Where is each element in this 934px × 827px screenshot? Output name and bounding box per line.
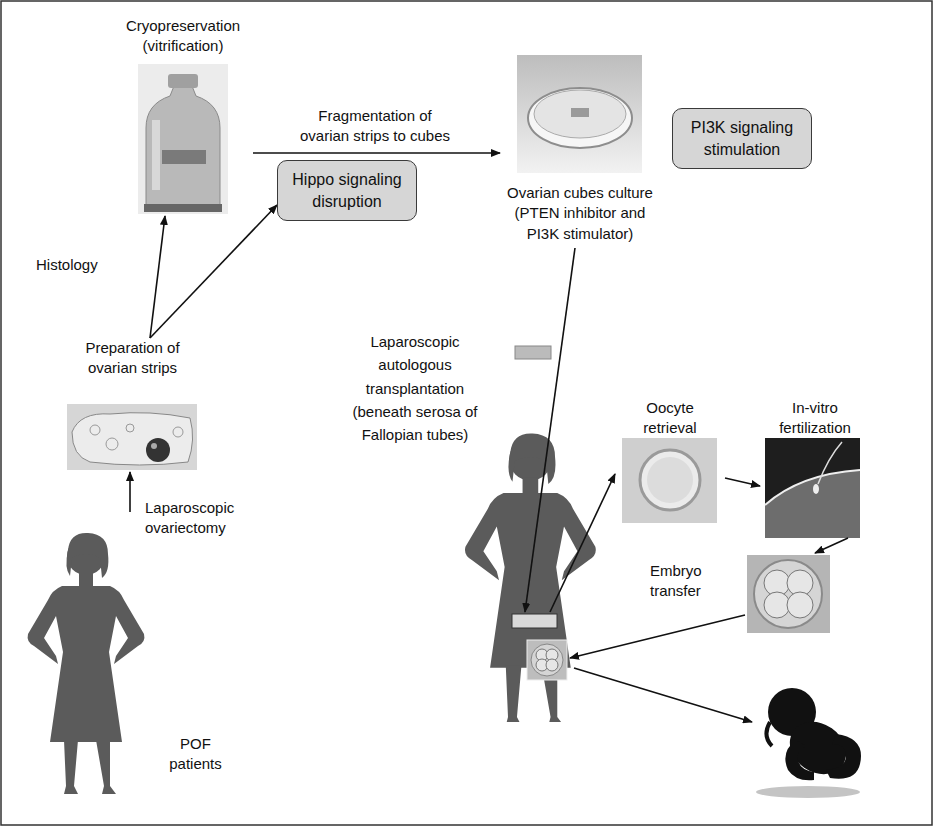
signaling-box: Hippo signaling disruption <box>277 160 417 221</box>
petri-dish-photo <box>517 55 642 173</box>
patient-figure: POF patients <box>18 512 233 802</box>
ivf-photo <box>765 438 860 538</box>
node-label: Ovarian cubes culture (PTEN inhibitor an… <box>500 183 660 244</box>
node-label: Embryo transfer <box>650 561 730 602</box>
flow-arrow <box>725 478 760 486</box>
node-label: Laparoscopic autologous transplantation … <box>340 330 490 446</box>
node-label: In-vitro fertilization <box>772 398 858 439</box>
oocyte-photo <box>622 438 717 523</box>
embryo-image: Embryo transfer <box>745 553 830 633</box>
flow-arrow <box>815 538 848 553</box>
graft-site: Laparoscopic autologous transplantation … <box>508 612 570 684</box>
ivf-image: In-vitro fertilization <box>760 398 870 538</box>
flow-arrow <box>129 472 131 512</box>
node-label: PI3K signaling stimulation <box>681 117 803 160</box>
flow-arrow <box>550 474 615 612</box>
flow-arrow <box>150 216 165 338</box>
fetus-silhouette <box>756 688 861 798</box>
flow-arrow <box>150 205 277 338</box>
node-label: POF patients <box>158 734 233 775</box>
node-label: Cryopreservation (vitrification) <box>113 16 253 57</box>
birth-arrow <box>574 668 752 722</box>
ovarian-strip-image: Preparation of ovarian strips <box>65 338 200 472</box>
embryo-photo <box>747 555 830 633</box>
node-label: Oocyte retrieval <box>630 398 710 439</box>
cryopreservation-tank: Cryopreservation (vitrification) <box>113 16 253 216</box>
edge-label: Fragmentation of ovarian strips to cubes <box>295 106 455 147</box>
flow-arrow <box>525 248 575 612</box>
culture-dish: Ovarian cubes culture (PTEN inhibitor an… <box>500 55 660 248</box>
oocyte-image: Oocyte retrieval <box>615 398 725 524</box>
edge-label: Laparoscopic ovariectomy <box>145 498 250 539</box>
uterus-embryo-inset <box>527 640 567 680</box>
node-label: Preparation of ovarian strips <box>65 338 200 379</box>
freezer-photo <box>138 64 228 214</box>
signaling-box: PI3K signaling stimulation <box>672 108 812 169</box>
ovarian-strip-photo <box>67 404 197 470</box>
annotation-label: Histology <box>36 255 126 275</box>
node-label: Hippo signaling disruption <box>286 169 408 212</box>
graft-strip <box>512 346 557 628</box>
patient-silhouette <box>28 533 145 794</box>
flow-arrow <box>253 152 500 154</box>
flow-arrow <box>570 615 745 658</box>
